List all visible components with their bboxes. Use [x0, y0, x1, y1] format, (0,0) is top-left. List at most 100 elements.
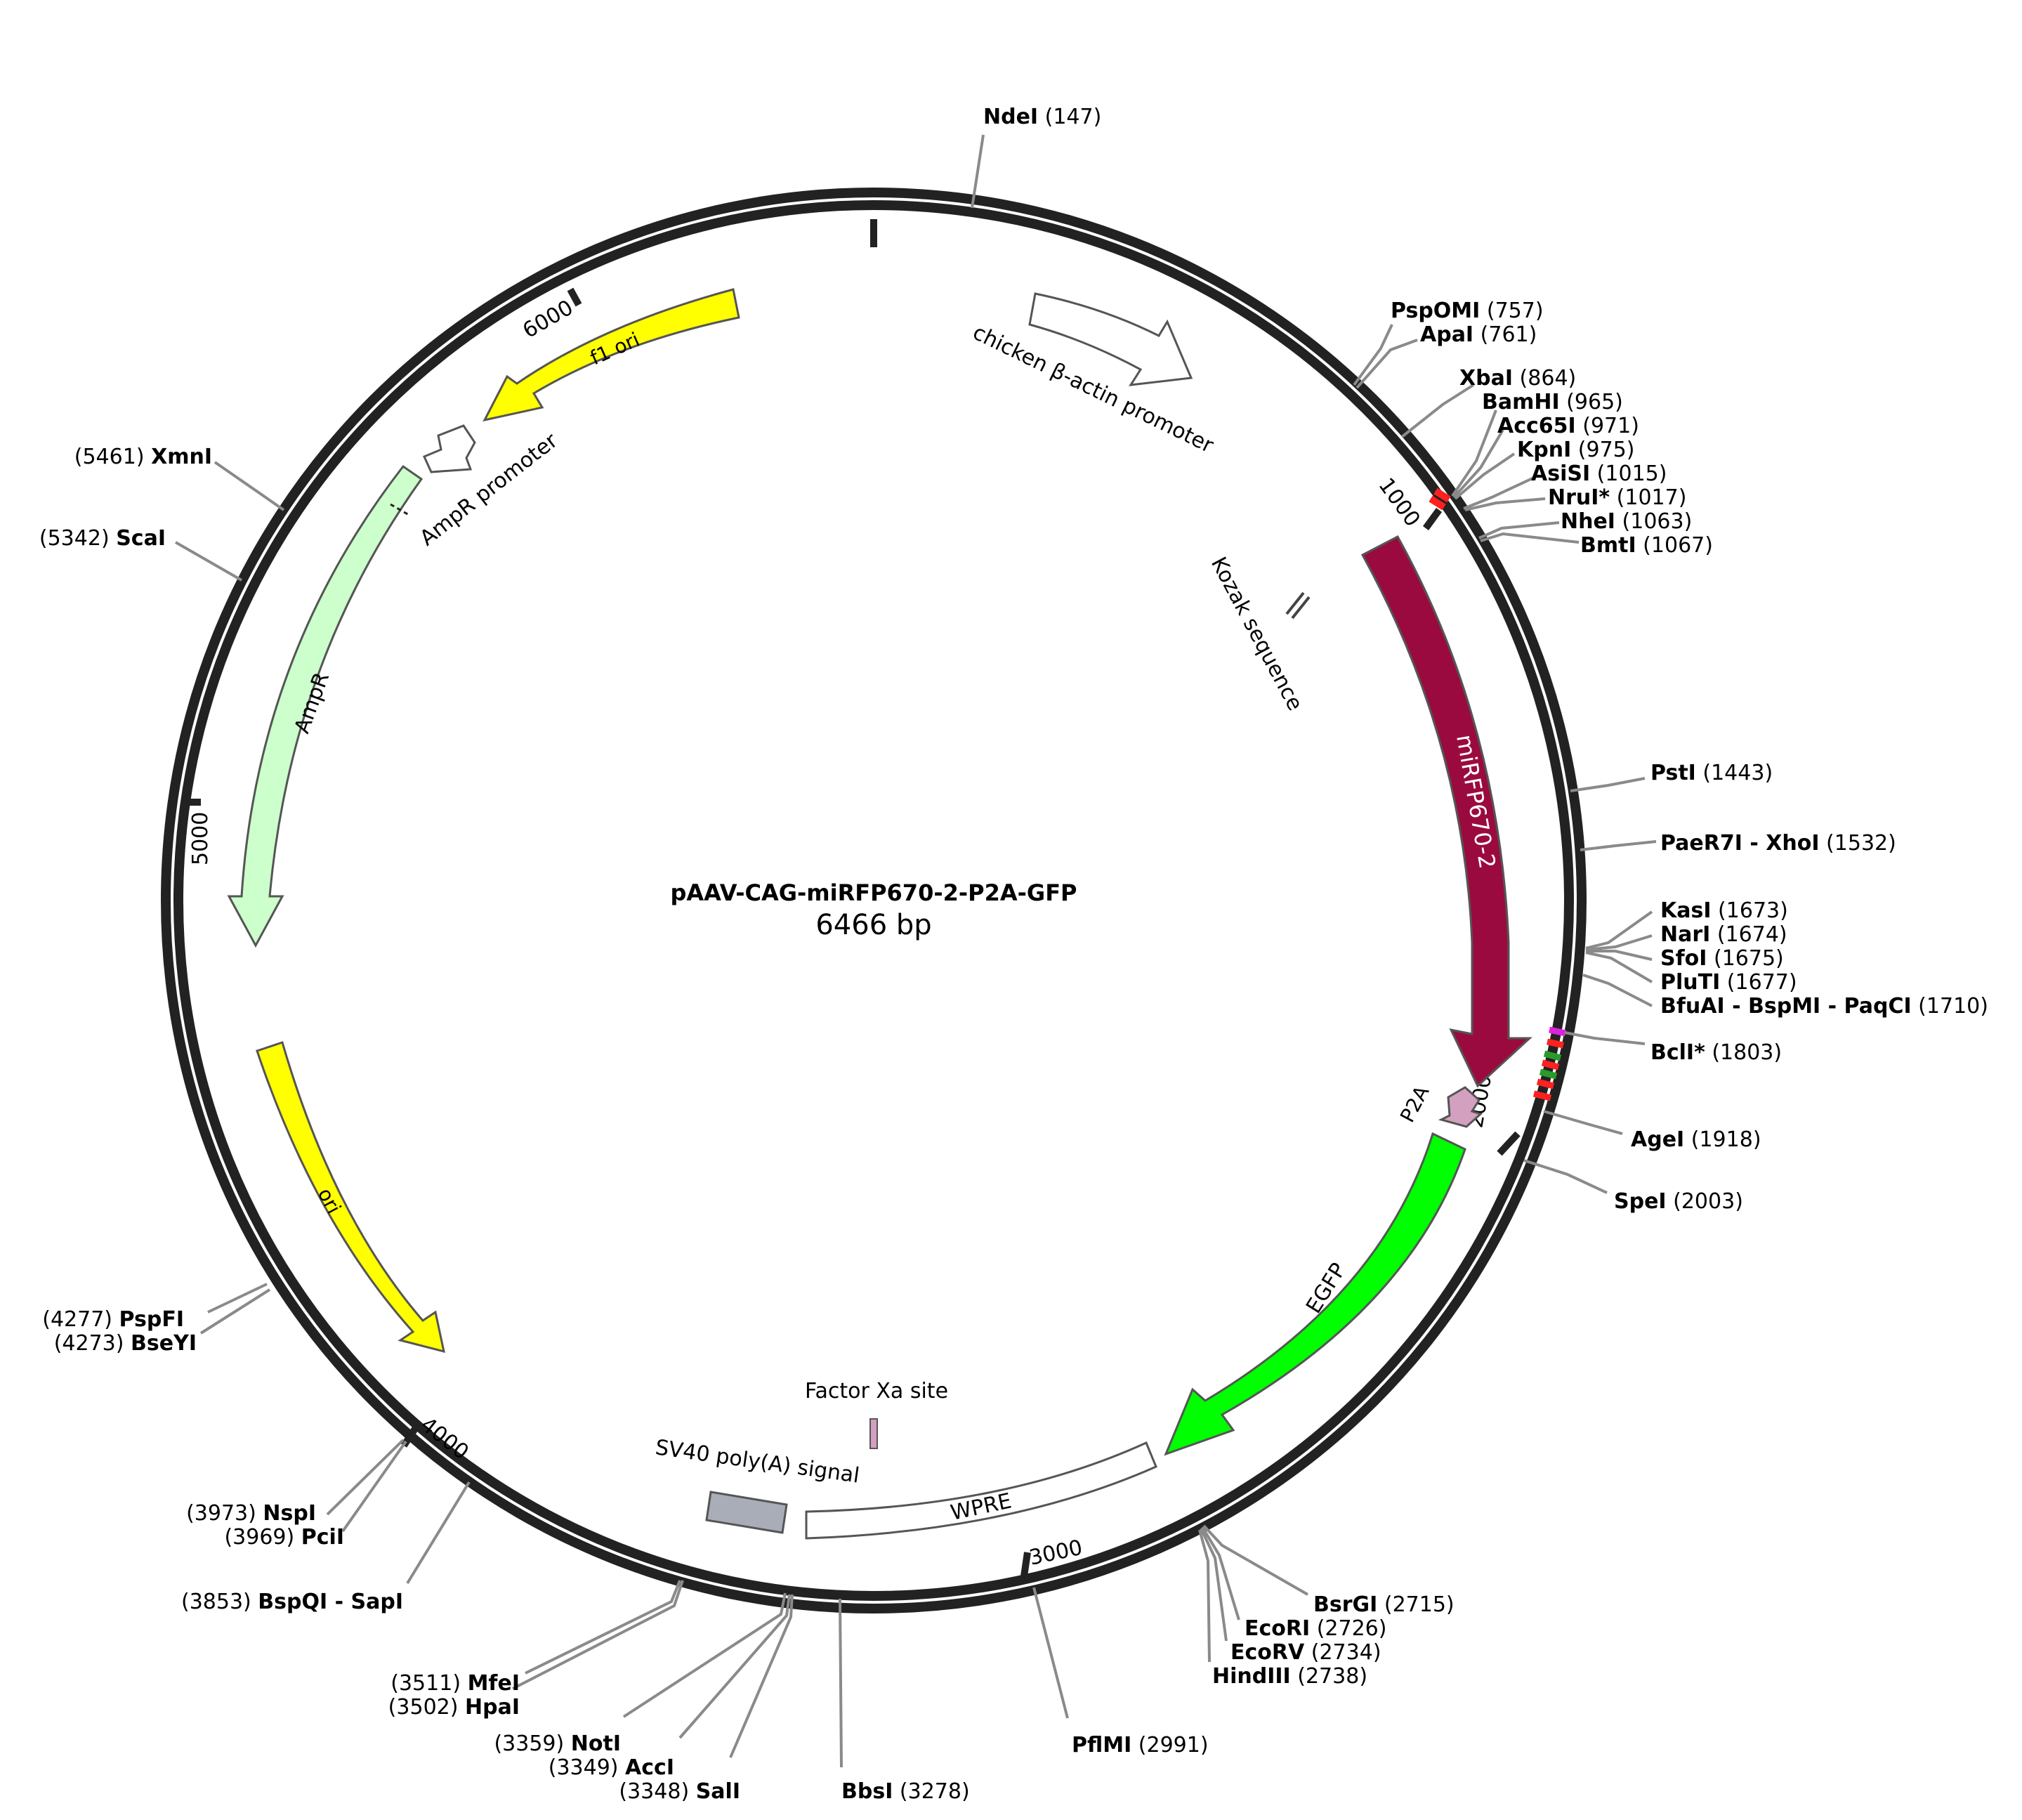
leader-bfuai	[1582, 974, 1653, 1007]
leader-kasi	[1585, 910, 1653, 950]
tick-label-5000: 5000	[188, 812, 213, 865]
site-label-pspomi: PspOMI (757)	[1391, 299, 1544, 323]
site-label-pluti: PluTI (1677)	[1660, 970, 1797, 995]
site-label-acci: (3349) AccI	[549, 1755, 674, 1780]
leader-acci	[678, 1594, 791, 1739]
tick-mark	[1422, 508, 1443, 530]
mcs-mark	[1532, 1090, 1552, 1101]
leader-agei	[1543, 1110, 1623, 1135]
backbone	[161, 188, 1587, 1613]
mcs-mark	[1539, 1068, 1558, 1080]
leader-xbai	[1400, 384, 1475, 438]
mcs-mark	[1536, 1078, 1555, 1089]
site-label-xbai: XbaI (864)	[1459, 366, 1576, 391]
site-label-xhoi: PaeR7I - XhoI (1532)	[1660, 831, 1896, 856]
mcs-mark	[1547, 1038, 1564, 1049]
leader-pflmi	[1032, 1587, 1069, 1719]
leader-pspfi	[207, 1283, 268, 1314]
site-label-pspfi: (4277) PspFI	[42, 1307, 184, 1332]
site-label-kasi: KasI (1673)	[1660, 898, 1788, 923]
leader-acc65i	[1452, 428, 1504, 499]
site-label-bmti: BmtI (1067)	[1580, 533, 1713, 558]
sv40-polya-label: SV40 poly(A) signal	[654, 1435, 861, 1488]
leader-nari	[1585, 934, 1653, 951]
site-label-bsrgi: BsrGI (2715)	[1313, 1592, 1455, 1617]
site-label-scai: (5342) ScaI	[39, 526, 166, 551]
site-label-pflmi: PflMI (2991)	[1072, 1733, 1209, 1757]
leader-sfoi	[1586, 950, 1653, 961]
leader-nspi	[326, 1439, 405, 1516]
leader-ndei	[971, 134, 985, 209]
leader-mfei	[525, 1580, 681, 1675]
p2a-label: P2A	[1396, 1082, 1433, 1126]
kozak-label: Kozak sequence	[1206, 553, 1308, 714]
leader-scai	[175, 541, 242, 582]
leader-bcli	[1564, 1031, 1646, 1045]
site-label-bamhi: BamHI (965)	[1482, 390, 1623, 414]
site-label-hindiii: HindIII (2738)	[1212, 1664, 1367, 1689]
plasmid-name: pAAV-CAG-miRFP670-2-P2A-GFP	[670, 879, 1077, 906]
site-label-ecori: EcoRI (2726)	[1245, 1616, 1386, 1641]
leader-asisi	[1463, 476, 1535, 510]
sv40-polya-box	[705, 1491, 788, 1534]
leader-bseyi	[199, 1288, 271, 1335]
tick-label-1000: 1000	[1374, 473, 1425, 531]
mcs-mark	[1543, 1050, 1562, 1061]
leader-lines	[175, 134, 1657, 1768]
site-label-nrui: NruI* (1017)	[1548, 485, 1686, 510]
leader-pluti	[1585, 951, 1653, 983]
leader-hindiii	[1198, 1529, 1211, 1663]
leader-ecori	[1201, 1526, 1240, 1621]
site-label-acc65i: Acc65I (971)	[1497, 414, 1639, 438]
mcs-mark	[1549, 1026, 1566, 1037]
leader-psti	[1570, 777, 1646, 792]
site-label-mfei: (3511) MfeI	[390, 1671, 520, 1696]
leader-bamhi	[1451, 410, 1497, 497]
mirfp670-2-arrow	[1360, 535, 1532, 1088]
leader-spei	[1523, 1159, 1608, 1194]
leader-xmni	[214, 461, 285, 511]
mcs-mark	[1429, 495, 1446, 511]
tick-mark	[1020, 1552, 1031, 1577]
site-label-bcli: BclI* (1803)	[1650, 1040, 1782, 1065]
site-label-nspi: (3973) NspI	[186, 1501, 316, 1526]
site-label-sfoi: SfoI (1675)	[1660, 946, 1784, 971]
ampr-promoter-junction	[390, 503, 411, 517]
site-label-bseyi: (4273) BseYI	[54, 1331, 197, 1356]
site-label-psti: PstI (1443)	[1650, 761, 1773, 785]
site-label-nhei: NheI (1063)	[1561, 509, 1692, 534]
leader-nhei	[1478, 521, 1560, 539]
backbone-outer-ring	[161, 188, 1587, 1613]
mcs-mark	[1433, 487, 1451, 503]
site-label-bfuai: BfuAI - BspMI - PaqCI (1710)	[1660, 994, 1988, 1019]
leader-xhoi	[1580, 840, 1657, 851]
leader-apai	[1355, 339, 1418, 389]
ampr-promoter-arrow	[422, 424, 476, 473]
site-label-asisi: AsiSI (1015)	[1531, 461, 1667, 486]
site-label-kpni: KpnI (975)	[1517, 438, 1634, 462]
ori-arrow	[256, 1041, 445, 1354]
leader-bmti	[1480, 532, 1580, 544]
mcs-mark	[1541, 1059, 1560, 1071]
leader-kpni	[1454, 452, 1516, 500]
tick-mark	[567, 287, 582, 307]
site-label-spei: SpeI (2003)	[1614, 1189, 1743, 1214]
egfp-arrow	[1164, 1132, 1466, 1456]
wpre-box	[805, 1441, 1157, 1540]
site-label-agei: AgeI (1918)	[1631, 1127, 1761, 1152]
kozak-marker	[1285, 591, 1311, 620]
leader-noti	[622, 1592, 787, 1718]
site-label-nari: NarI (1674)	[1660, 922, 1787, 947]
leader-sali	[729, 1594, 794, 1758]
leader-bspqi	[406, 1481, 471, 1585]
backbone-inner-ring	[173, 200, 1574, 1601]
leader-nrui	[1464, 497, 1546, 511]
site-label-xmni: (5461) XmnI	[74, 445, 212, 469]
site-label-hpai: (3502) HpaI	[388, 1695, 520, 1720]
factor-xa-label: Factor Xa site	[805, 1379, 948, 1403]
tick-mark	[1497, 1131, 1521, 1156]
ampr-promoter-label: AmpR promoter	[415, 428, 563, 551]
site-label-bbsi: BbsI (3278)	[841, 1779, 970, 1804]
mcs-marks	[1429, 487, 1566, 1101]
